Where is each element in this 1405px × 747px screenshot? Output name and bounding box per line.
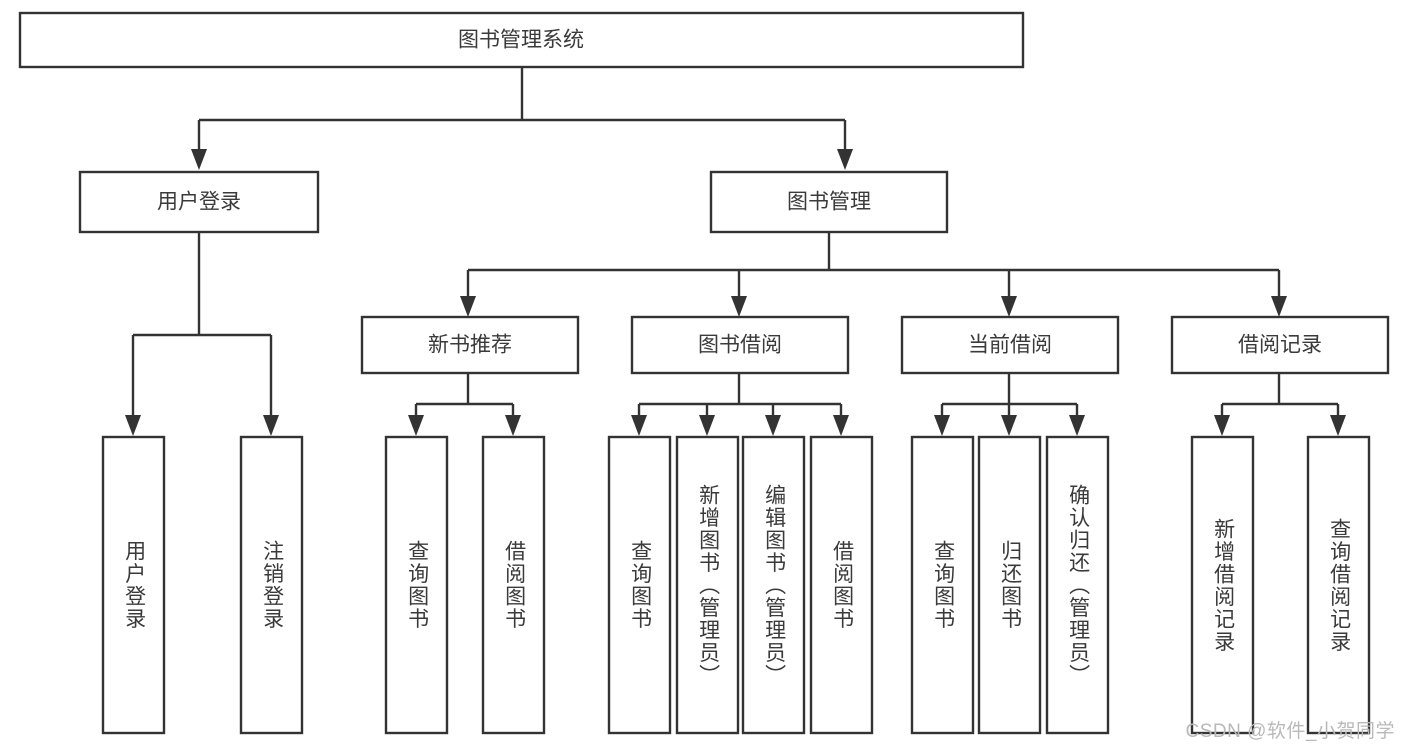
arrow-user-login-leaf-1 [125,415,141,436]
node-root-label: 图书管理系统 [458,29,584,52]
node-root-box[interactable] [18,11,1025,69]
connector-group-root [191,67,853,170]
arrow-cb-leaf-1 [934,415,950,436]
node-book-borrow-label: 图书借阅 [698,334,782,357]
node-book-borrow-box[interactable] [630,315,850,375]
arrow-root-to-book-manage [837,149,853,170]
leaf-box-confirm-return[interactable] [1045,435,1110,735]
connector-group-book-manage [460,232,1287,317]
arrow-cb-leaf-2 [1001,415,1017,436]
arrow-bb-leaf-2 [699,415,715,436]
leaf-box-query-record[interactable] [1306,435,1371,735]
leaf-box-query-book-1[interactable] [384,435,449,735]
leaf-box-borrow-book-1[interactable] [481,435,546,735]
arrow-nbr-leaf-2 [505,415,521,436]
node-current-borrow-label: 当前借阅 [968,334,1052,357]
leaf-box-return-book[interactable] [977,435,1042,735]
node-user-login-box[interactable] [78,170,320,234]
leaf-box-add-book[interactable] [675,435,740,735]
node-borrow-record-label: 借阅记录 [1238,334,1322,357]
node-user-login[interactable]: 用户登录 [78,170,320,234]
connector-group-new-book-recommend [408,373,521,436]
arrow-bb-leaf-3 [765,415,781,436]
connector-group-current-borrow [934,373,1085,436]
node-book-borrow[interactable]: 图书借阅 [630,315,850,375]
node-current-borrow[interactable]: 当前借阅 [900,315,1120,375]
connector-group-book-borrow [631,373,849,436]
arrow-bm-to-book-borrow [731,296,747,317]
node-new-book-recommend-box[interactable] [360,315,580,375]
node-book-manage[interactable]: 图书管理 [709,170,949,234]
node-root[interactable]: 图书管理系统 [18,11,1025,69]
arrow-bm-to-borrow-record [1271,296,1287,317]
node-book-manage-label: 图书管理 [787,191,871,214]
node-user-login-label: 用户登录 [157,191,241,214]
arrow-bb-leaf-1 [631,415,647,436]
connector-group-user-login [125,232,279,436]
arrow-nbr-leaf-1 [408,415,424,436]
watermark-text: CSDN @软件_小贺同学 [1185,721,1395,742]
leaf-box-query-book-2[interactable] [607,435,672,735]
node-current-borrow-box[interactable] [900,315,1120,375]
node-book-manage-box[interactable] [709,170,949,234]
leaf-box-query-book-3[interactable] [910,435,975,735]
connector-group-borrow-record [1214,373,1346,436]
leaf-box-user-login[interactable] [101,435,166,735]
arrow-br-leaf-1 [1214,415,1230,436]
node-borrow-record[interactable]: 借阅记录 [1170,315,1390,375]
arrow-user-login-leaf-2 [263,415,279,436]
node-new-book-recommend-label: 新书推荐 [428,334,512,357]
node-borrow-record-box[interactable] [1170,315,1390,375]
arrow-br-leaf-2 [1330,415,1346,436]
leaf-box-logout-login[interactable] [239,435,304,735]
leaf-box-add-record[interactable] [1190,435,1255,735]
leaf-box-edit-book[interactable] [741,435,806,735]
arrow-bm-to-current-borrow [1001,296,1017,317]
arrow-root-to-user-login [191,149,207,170]
arrow-bb-leaf-4 [833,415,849,436]
leaf-box-borrow-book-2[interactable] [809,435,874,735]
node-new-book-recommend[interactable]: 新书推荐 [360,315,580,375]
arrow-bm-to-new-book-recommend [460,296,476,317]
arrow-cb-leaf-3 [1069,415,1085,436]
